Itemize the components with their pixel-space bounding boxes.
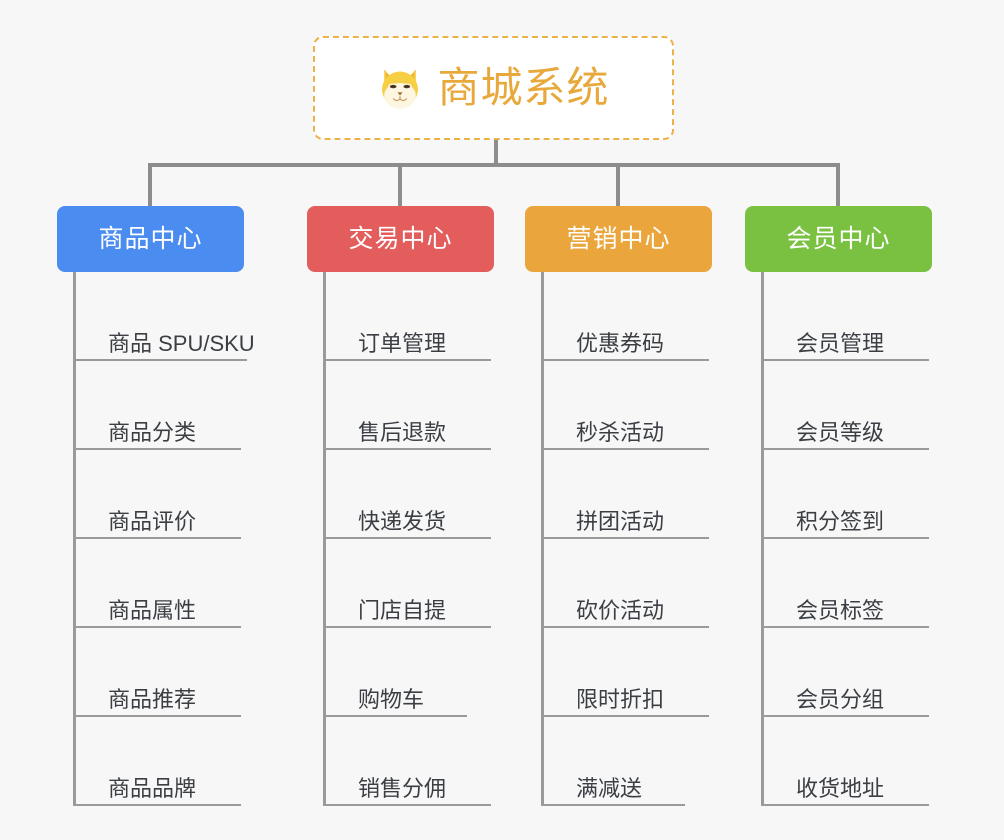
leaf-label: 商品推荐 xyxy=(108,686,197,712)
leaf-item[interactable]: 商品分类 xyxy=(76,361,247,450)
leaf-underline xyxy=(544,448,709,450)
connector-drop-col-2 xyxy=(398,163,402,208)
leaf-underline xyxy=(544,537,709,539)
leaf-underline xyxy=(764,359,929,361)
leaf-item[interactable]: 售后退款 xyxy=(326,361,497,450)
column-product-center: 商品中心 商品 SPU/SKU 商品分类 商品评价 商品属性 商品推荐 xyxy=(57,206,255,806)
leaf-underline xyxy=(326,537,491,539)
leaf-label: 会员管理 xyxy=(796,330,885,356)
leaf-list-marketing-center: 优惠券码 秒杀活动 拼团活动 砍价活动 限时折扣 满减送 xyxy=(541,272,715,806)
leaf-item[interactable]: 满减送 xyxy=(544,717,715,806)
leaf-label: 商品评价 xyxy=(108,508,197,534)
leaf-item[interactable]: 会员管理 xyxy=(764,272,935,361)
leaf-label: 快递发货 xyxy=(358,508,447,534)
leaf-item[interactable]: 商品评价 xyxy=(76,450,247,539)
leaf-label: 销售分佣 xyxy=(358,775,447,801)
category-label: 会员中心 xyxy=(786,224,891,253)
category-box-marketing-center[interactable]: 营销中心 xyxy=(525,206,712,272)
column-marketing-center: 营销中心 优惠券码 秒杀活动 拼团活动 砍价活动 限时折扣 xyxy=(525,206,712,806)
leaf-item[interactable]: 购物车 xyxy=(326,628,497,717)
leaf-label: 商品 SPU/SKU xyxy=(108,330,255,356)
leaf-underline xyxy=(326,715,467,717)
leaf-label: 订单管理 xyxy=(358,330,447,356)
category-box-product-center[interactable]: 商品中心 xyxy=(57,206,244,272)
leaf-underline xyxy=(76,359,247,361)
leaf-item[interactable]: 快递发货 xyxy=(326,450,497,539)
leaf-underline xyxy=(76,626,241,628)
leaf-item[interactable]: 限时折扣 xyxy=(544,628,715,717)
leaf-list-trade-center: 订单管理 售后退款 快递发货 门店自提 购物车 销售分佣 xyxy=(323,272,497,806)
category-label: 商品中心 xyxy=(98,224,203,253)
leaf-label: 会员标签 xyxy=(796,597,885,623)
category-box-member-center[interactable]: 会员中心 xyxy=(745,206,932,272)
leaf-underline xyxy=(544,626,709,628)
category-box-trade-center[interactable]: 交易中心 xyxy=(307,206,494,272)
leaf-label: 拼团活动 xyxy=(576,508,665,534)
leaf-label: 会员等级 xyxy=(796,419,885,445)
leaf-label: 砍价活动 xyxy=(576,597,665,623)
root-node[interactable]: 商城系统 xyxy=(313,36,674,140)
category-label: 营销中心 xyxy=(566,224,671,253)
leaf-underline xyxy=(544,359,709,361)
leaf-underline xyxy=(76,804,241,806)
leaf-item[interactable]: 商品品牌 xyxy=(76,717,247,806)
column-member-center: 会员中心 会员管理 会员等级 积分签到 会员标签 会员分组 xyxy=(745,206,932,806)
leaf-item[interactable]: 优惠券码 xyxy=(544,272,715,361)
leaf-underline xyxy=(326,448,491,450)
leaf-label: 优惠券码 xyxy=(576,330,665,356)
leaf-underline xyxy=(326,626,491,628)
leaf-label: 会员分组 xyxy=(796,686,885,712)
category-label: 交易中心 xyxy=(348,224,453,253)
leaf-item[interactable]: 积分签到 xyxy=(764,450,935,539)
leaf-underline xyxy=(764,715,929,717)
connector-root-stem xyxy=(494,140,498,165)
leaf-item[interactable]: 商品 SPU/SKU xyxy=(76,272,255,361)
leaf-item[interactable]: 订单管理 xyxy=(326,272,497,361)
leaf-label: 商品品牌 xyxy=(108,775,197,801)
leaf-underline xyxy=(764,537,929,539)
leaf-underline xyxy=(76,448,241,450)
leaf-underline xyxy=(764,804,929,806)
leaf-label: 购物车 xyxy=(358,686,425,712)
connector-drop-col-3 xyxy=(616,163,620,208)
leaf-underline xyxy=(544,715,709,717)
root-title: 商城系统 xyxy=(437,64,610,111)
leaf-label: 收货地址 xyxy=(796,775,885,801)
leaf-label: 秒杀活动 xyxy=(576,419,665,445)
connector-drop-col-4 xyxy=(836,163,840,208)
leaf-label: 满减送 xyxy=(576,775,643,801)
leaf-underline xyxy=(764,626,929,628)
leaf-label: 积分签到 xyxy=(796,508,885,534)
leaf-underline xyxy=(764,448,929,450)
leaf-label: 门店自提 xyxy=(358,597,447,623)
leaf-underline xyxy=(326,359,491,361)
leaf-label: 商品属性 xyxy=(108,597,197,623)
leaf-item[interactable]: 商品推荐 xyxy=(76,628,247,717)
leaf-item[interactable]: 收货地址 xyxy=(764,717,935,806)
leaf-item[interactable]: 商品属性 xyxy=(76,539,247,628)
leaf-underline xyxy=(76,715,241,717)
leaf-item[interactable]: 会员分组 xyxy=(764,628,935,717)
leaf-item[interactable]: 拼团活动 xyxy=(544,450,715,539)
leaf-item[interactable]: 会员标签 xyxy=(764,539,935,628)
leaf-item[interactable]: 会员等级 xyxy=(764,361,935,450)
leaf-label: 商品分类 xyxy=(108,419,197,445)
leaf-item[interactable]: 销售分佣 xyxy=(326,717,497,806)
leaf-label: 限时折扣 xyxy=(576,686,665,712)
leaf-underline xyxy=(76,537,241,539)
leaf-item[interactable]: 砍价活动 xyxy=(544,539,715,628)
leaf-item[interactable]: 秒杀活动 xyxy=(544,361,715,450)
connector-bus xyxy=(150,163,838,167)
leaf-list-product-center: 商品 SPU/SKU 商品分类 商品评价 商品属性 商品推荐 商品品牌 xyxy=(73,272,255,806)
shiba-inu-dog-emoji xyxy=(382,69,419,109)
connector-drop-col-1 xyxy=(148,163,152,208)
leaf-label: 售后退款 xyxy=(358,419,447,445)
column-trade-center: 交易中心 订单管理 售后退款 快递发货 门店自提 购物车 xyxy=(307,206,494,806)
leaf-item[interactable]: 门店自提 xyxy=(326,539,497,628)
leaf-underline xyxy=(326,804,491,806)
leaf-list-member-center: 会员管理 会员等级 积分签到 会员标签 会员分组 收货地址 xyxy=(761,272,935,806)
leaf-underline xyxy=(544,804,685,806)
